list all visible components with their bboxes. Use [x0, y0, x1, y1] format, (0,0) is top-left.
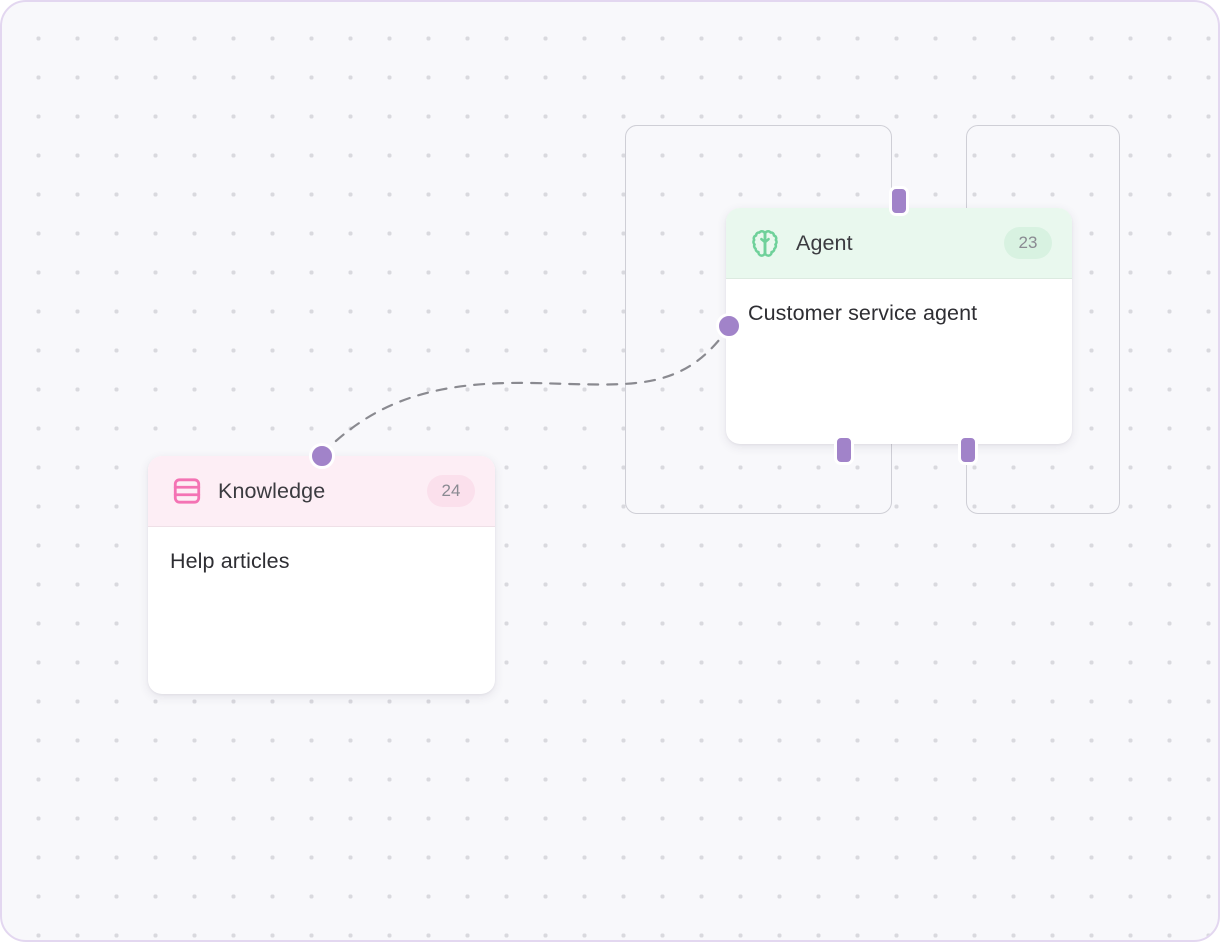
node-knowledge-body-text: Help articles [170, 549, 290, 573]
brain-icon [748, 226, 782, 260]
node-knowledge-body: Help articles [148, 527, 495, 574]
agent-bottom-right-handle[interactable] [958, 435, 978, 465]
database-rows-icon [170, 474, 204, 508]
node-knowledge-title: Knowledge [218, 478, 326, 503]
node-agent-body-text: Customer service agent [748, 301, 978, 325]
node-knowledge-badge: 24 [427, 475, 475, 507]
knowledge-top-handle[interactable] [309, 443, 335, 469]
node-agent-badge: 23 [1004, 227, 1052, 259]
node-agent[interactable]: Agent 23 Customer service agent [726, 208, 1072, 444]
agent-bottom-left-handle[interactable] [834, 435, 854, 465]
agent-left-handle[interactable] [716, 313, 742, 339]
node-agent-header: Agent 23 [726, 208, 1072, 279]
node-knowledge[interactable]: Knowledge 24 Help articles [148, 456, 495, 694]
agent-top-handle[interactable] [889, 186, 909, 216]
node-agent-title: Agent [796, 230, 853, 255]
node-agent-body: Customer service agent [726, 279, 1072, 326]
